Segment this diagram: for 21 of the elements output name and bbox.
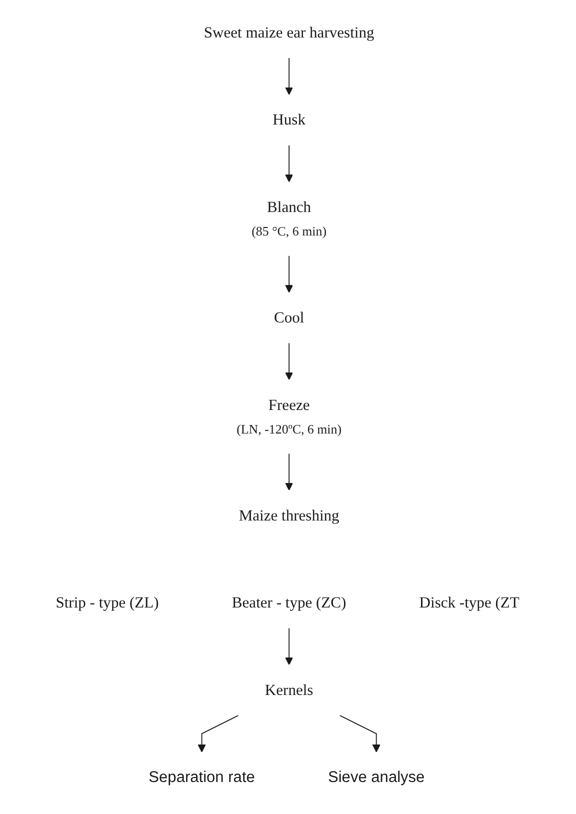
flowchart-drawing: Sweet maize ear harvesting Husk Blanch (85 °C, 6 min) Cool Freeze (LN, -120ºC, 6 min) Maize threshing Strip - type (ZL) Beater - type (ZC) Disck -type (ZT Kernels Separation rate Sieve analyse [21, 0, 555, 810]
node-text: Blanch (85 °C, 6 min) [252, 198, 327, 239]
arrow [285, 342, 294, 380]
arrow [285, 453, 294, 491]
arrow [285, 255, 294, 293]
node-text: Husk [273, 111, 306, 128]
node-text: Freeze (LN, -120ºC, 6 min) [237, 396, 342, 437]
node-text: Sweet maize ear harvesting [204, 24, 375, 42]
arrow [285, 58, 294, 95]
node-text: Beater - type (ZC) [232, 594, 347, 612]
arrow [340, 714, 381, 752]
node-text: Strip - type (ZL) [56, 594, 160, 612]
node-text: Cool [274, 308, 305, 326]
arrow [198, 714, 240, 752]
node-text: Separation rate [149, 768, 256, 786]
node-text: Kernels [265, 681, 314, 699]
node-text: Maize threshing [239, 506, 340, 524]
node-text: Sieve analyse [328, 768, 426, 786]
arrow [285, 628, 294, 666]
arrow [285, 144, 294, 182]
node-text: Disck -type (ZT [420, 594, 520, 612]
